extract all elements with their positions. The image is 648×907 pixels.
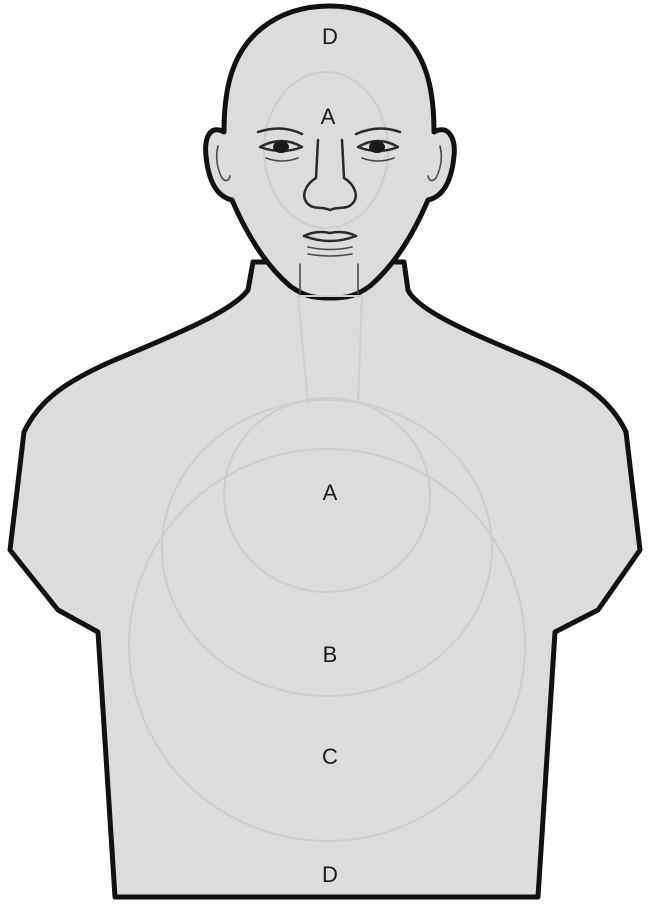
head-top-label: D [322,24,338,49]
body-silhouette [10,262,640,897]
torso-zone-a-label: A [323,480,338,505]
torso-zone-b-label: B [323,642,338,667]
head-zone-a-label: A [321,104,336,129]
torso-bottom-label: D [322,862,338,887]
head-silhouette [206,6,455,298]
torso-zone-c-label: C [322,744,338,769]
